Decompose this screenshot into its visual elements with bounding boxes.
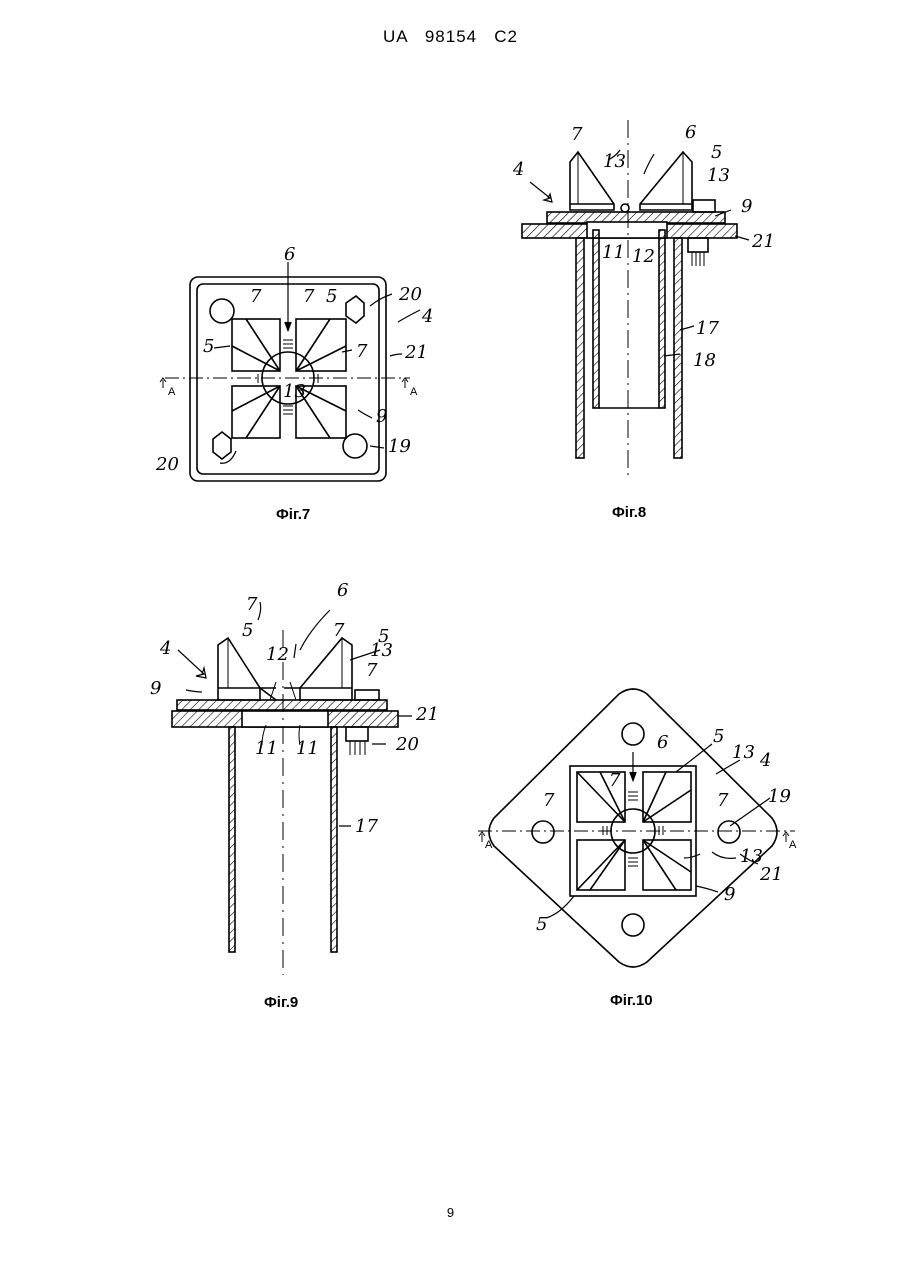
figure-7-drawing [160,262,420,481]
fig8-label: 13 [707,165,730,186]
fig9-label: 4 [159,638,171,659]
fig8-label: 13 [603,151,626,172]
fig10-label: 19 [768,786,791,807]
fig7-section-mark: A [410,386,418,398]
fig7-label: 7 [250,286,262,307]
fig9-label: 11 [296,738,319,759]
figure-7-caption: Фіг.7 [276,506,310,523]
page-number: 9 [0,1205,901,1220]
fig10-label: 5 [713,726,724,747]
fig7-label: 20 [155,454,179,475]
fig10-label: 6 [657,732,668,753]
fig9-label: 12 [266,644,289,665]
fig7-label: 9 [376,406,387,427]
fig8-label: 12 [632,246,655,267]
fig7-label: 5 [326,286,337,307]
fig8-label: 17 [696,318,719,339]
figure-10-drawing [478,689,795,967]
fig9-label: 13 [370,640,393,661]
fig8-label: 21 [751,231,775,252]
fig10-label: 4 [759,750,771,771]
fig10-label: 21 [759,864,783,885]
fig8-label: 9 [741,196,752,217]
fig7-label: 13 [283,381,306,402]
fig9-label: 21 [415,704,439,725]
fig7-label: 20 [398,284,422,305]
fig10-label: 7 [609,770,621,791]
fig8-label: 11 [602,242,625,263]
fig7-label: 4 [421,306,433,327]
fig9-label: 7 [246,594,258,615]
fig8-label: 4 [512,159,524,180]
figure-9-caption: Фіг.9 [264,994,298,1011]
fig7-label: 19 [388,436,411,457]
fig10-label: 9 [724,884,735,905]
fig10-label: 7 [717,790,729,811]
fig9-label: 9 [150,678,161,699]
fig7-label: 5 [203,336,214,357]
fig9-label: 11 [255,738,278,759]
fig7-label: 7 [303,286,315,307]
fig8-label: 5 [711,142,722,163]
fig10-label: 13 [732,742,755,763]
figure-8-labels: 7 6 5 13 13 4 9 11 12 21 17 18 [512,122,775,371]
fig10-section-mark: A [485,839,493,851]
fig7-label: 7 [356,341,368,362]
fig10-label: 7 [543,790,555,811]
figure-10-caption: Фіг.10 [610,992,653,1009]
fig7-label: 21 [404,342,428,363]
fig8-label: 18 [693,350,716,371]
fig10-label: 5 [536,914,547,935]
fig9-label: 7 [333,620,345,641]
fig9-label: 7 [366,660,378,681]
fig8-label: 6 [685,122,696,143]
fig10-section-mark: A [789,839,797,851]
fig9-label: 5 [242,620,253,641]
fig9-label: 20 [395,734,419,755]
figure-8-caption: Фіг.8 [612,504,646,521]
fig7-section-mark: A [168,386,176,398]
fig8-label: 7 [571,124,583,145]
fig7-label: 6 [284,244,295,265]
fig9-label: 17 [355,816,378,837]
fig9-label: 6 [337,580,348,601]
